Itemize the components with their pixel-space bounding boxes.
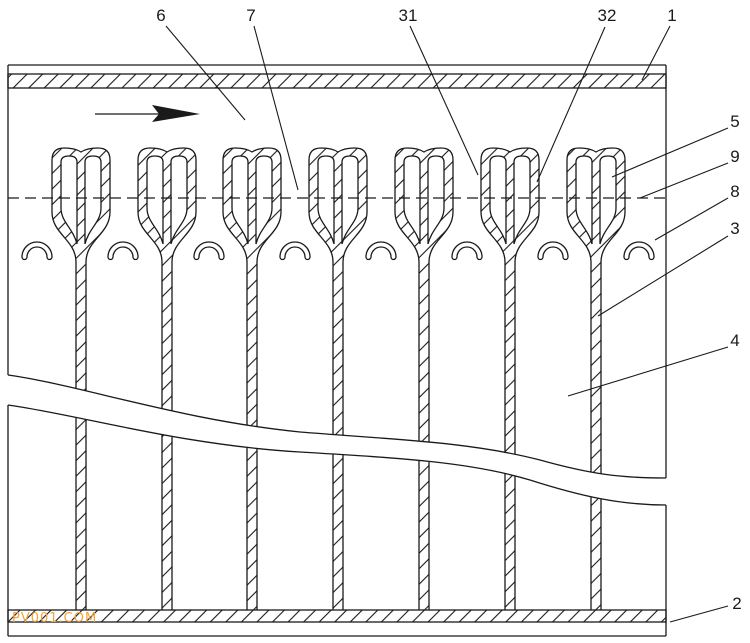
crescent-3 (193, 241, 225, 261)
fin-wall (222, 147, 282, 610)
top-plate (7, 73, 667, 89)
fin-loop-slot-right (255, 155, 273, 245)
watermark-text: PV001.COM (12, 611, 97, 626)
crescent-8 (623, 241, 655, 261)
fin-wall (566, 147, 626, 610)
fin-3 (222, 147, 282, 610)
crescent-6 (451, 241, 483, 261)
leader-line-32 (536, 26, 606, 183)
fin-loop-slot-left (317, 155, 335, 245)
leader-line-5 (611, 127, 729, 178)
fin-loop-slot-left (60, 155, 78, 245)
leader-lines (165, 25, 729, 623)
callout-31: 31 (399, 6, 418, 25)
fin-loop-slot-right (427, 155, 445, 245)
callout-32: 32 (598, 6, 617, 25)
flow-arrow-icon (95, 105, 200, 122)
fin-4 (308, 147, 368, 610)
fin-loop-slot-right (599, 155, 617, 245)
callout-labels: 6 7 31 32 1 5 9 8 3 4 2 (156, 6, 741, 613)
fin-5 (394, 147, 454, 610)
crescent-1 (21, 241, 53, 261)
crescent-7 (537, 241, 569, 261)
fin-wall (480, 147, 540, 610)
fin-loop-slot-left (575, 155, 593, 245)
crescent-5 (365, 241, 397, 261)
break-line-upper (7, 374, 667, 479)
fin-loop-slot-left (489, 155, 507, 245)
callout-2: 2 (732, 594, 741, 613)
fin-wall (394, 147, 454, 610)
fin-loop-slot-left (231, 155, 249, 245)
callout-8: 8 (730, 182, 739, 201)
crescent-group (21, 241, 655, 261)
fin-wall (51, 147, 111, 610)
fin-loop-slot-right (513, 155, 531, 245)
crescent-2 (107, 241, 139, 261)
fin-wall (137, 147, 197, 610)
fin-loop-slot-right (84, 155, 102, 245)
callout-5: 5 (730, 112, 739, 131)
leader-line-4 (567, 346, 729, 397)
leader-line-8 (654, 197, 729, 241)
leader-line-7 (253, 25, 299, 191)
leader-line-1 (641, 25, 671, 81)
leader-line-2 (669, 605, 729, 623)
fin-loop-slot-right (170, 155, 188, 245)
leader-line-6 (165, 25, 246, 121)
fin-loop-slot-right (341, 155, 359, 245)
flow-arrow-head (152, 105, 200, 122)
fin-1 (51, 147, 111, 610)
outer-frame (7, 64, 667, 637)
fin-7 (566, 147, 626, 610)
fin-loop-slot-left (403, 155, 421, 245)
leader-line-9 (639, 162, 729, 199)
fin-group (51, 147, 626, 610)
bottom-plate (7, 609, 667, 623)
callout-9: 9 (730, 147, 739, 166)
callout-3: 3 (730, 219, 739, 238)
callout-4: 4 (730, 331, 739, 350)
fin-6 (480, 147, 540, 610)
callout-6: 6 (156, 6, 165, 25)
fin-2 (137, 147, 197, 610)
leader-line-31 (409, 25, 479, 176)
callout-1: 1 (667, 6, 676, 25)
fin-wall (308, 147, 368, 610)
callout-7: 7 (246, 6, 255, 25)
crescent-4 (279, 241, 311, 261)
break-line-lower (7, 404, 667, 506)
fin-loop-slot-left (146, 155, 164, 245)
leader-line-3 (597, 235, 729, 317)
